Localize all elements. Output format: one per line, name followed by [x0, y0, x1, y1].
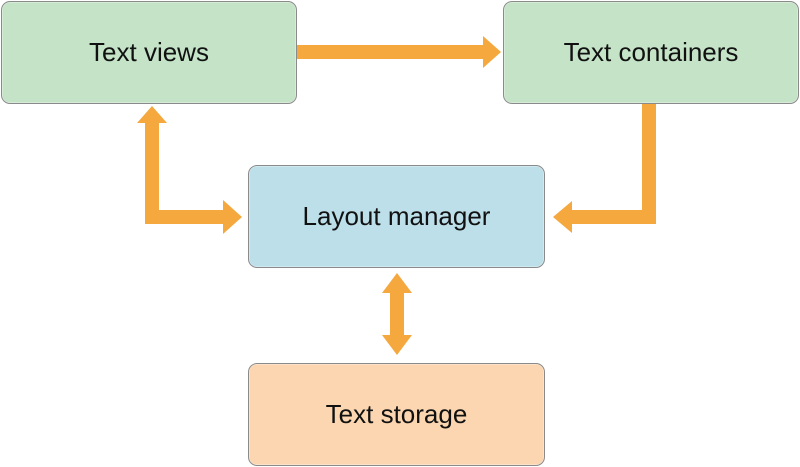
arrow-text-views-to-text-containers: [297, 36, 501, 68]
node-text-views-label: Text views: [89, 37, 209, 67]
node-layout-manager: Layout manager: [248, 165, 545, 268]
node-text-containers-label: Text containers: [563, 37, 739, 67]
node-text-storage-label: Text storage: [325, 399, 468, 429]
node-text-containers: Text containers: [503, 1, 799, 104]
arrow-text-containers-to-layout-manager: [553, 104, 656, 233]
node-text-storage: Text storage: [248, 363, 545, 466]
node-layout-manager-label: Layout manager: [302, 201, 491, 231]
node-text-views: Text views: [1, 1, 297, 104]
arrow-layout-manager-text-storage-bidirectional: [382, 273, 412, 355]
arrow-text-views-layout-manager-bidirectional: [137, 106, 242, 234]
